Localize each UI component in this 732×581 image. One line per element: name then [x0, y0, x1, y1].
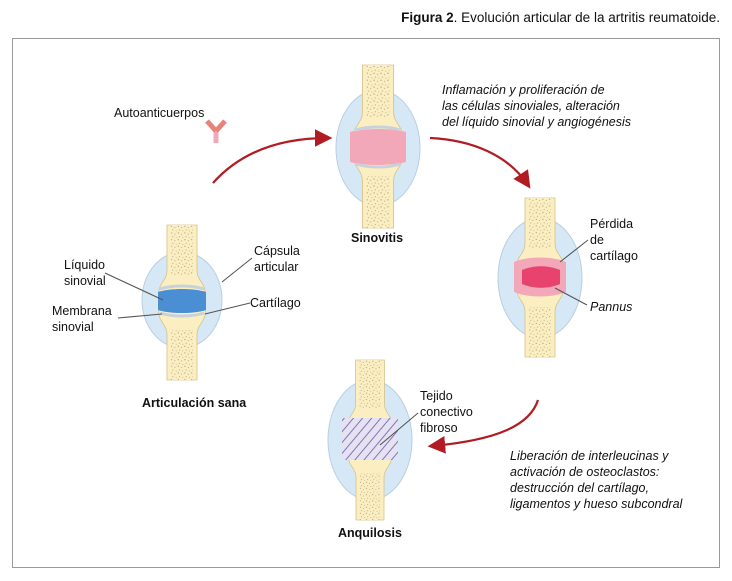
leader-cartilage [204, 302, 251, 315]
healthy-joint-title: Articulación sana [142, 396, 247, 410]
leader-fibrous-tissue [379, 412, 419, 446]
figure-frame [12, 38, 720, 568]
figure-label: Figura 2 [401, 10, 454, 25]
synovitis-joint [335, 64, 421, 229]
joint-capsule-label: Cápsula articular [254, 244, 300, 274]
cartilage-label: Cartílago [250, 296, 301, 310]
ankylosis-title: Anquilosis [338, 526, 402, 540]
arrow-pannus-to-ankylosis [427, 399, 540, 454]
pannus-label: Pannus [590, 300, 633, 314]
pannus-tissue [522, 266, 560, 288]
fibrous-tissue [342, 418, 398, 460]
cartilage-loss-label: Pérdida de cartílago [590, 217, 638, 263]
figure-caption: Figura 2. Evolución articular de la artr… [401, 10, 720, 25]
figure-title: . Evolución articular de la artritis reu… [453, 10, 720, 25]
synovitis-title: Sinovitis [351, 231, 404, 245]
leader-synovial-membrane [117, 313, 163, 319]
healthy-joint [141, 224, 223, 381]
fibrous-tissue-label: Tejido conectivo fibroso [420, 389, 473, 435]
antibody-icon [205, 119, 227, 143]
synovial-fluid-healthy [158, 289, 206, 313]
destruction-note: Liberación de interleucinas y activación… [510, 449, 683, 511]
autoantibodies-label: Autoanticuerpos [114, 106, 205, 120]
leader-lines [104, 239, 589, 446]
arrow-healthy-to-synovitis [212, 129, 333, 184]
ankylosis-joint [327, 359, 413, 521]
leader-cartilage-loss [559, 239, 589, 263]
cartilage-bottom-healthy [159, 311, 205, 318]
synovial-membrane-label: Membrana sinovial [52, 304, 112, 334]
synovitis-note: Inflamación y proliferación de las célul… [442, 83, 632, 129]
leader-pannus [554, 287, 588, 306]
leader-synovial-fluid [104, 272, 164, 301]
inflamed-synovium [350, 129, 406, 165]
pannus-joint [497, 197, 583, 358]
cartilage-top-healthy [159, 284, 205, 291]
synovial-fluid-label: Líquido sinovial [64, 258, 106, 288]
arrow-synovitis-to-pannus [429, 136, 531, 189]
leader-joint-capsule [221, 257, 253, 283]
